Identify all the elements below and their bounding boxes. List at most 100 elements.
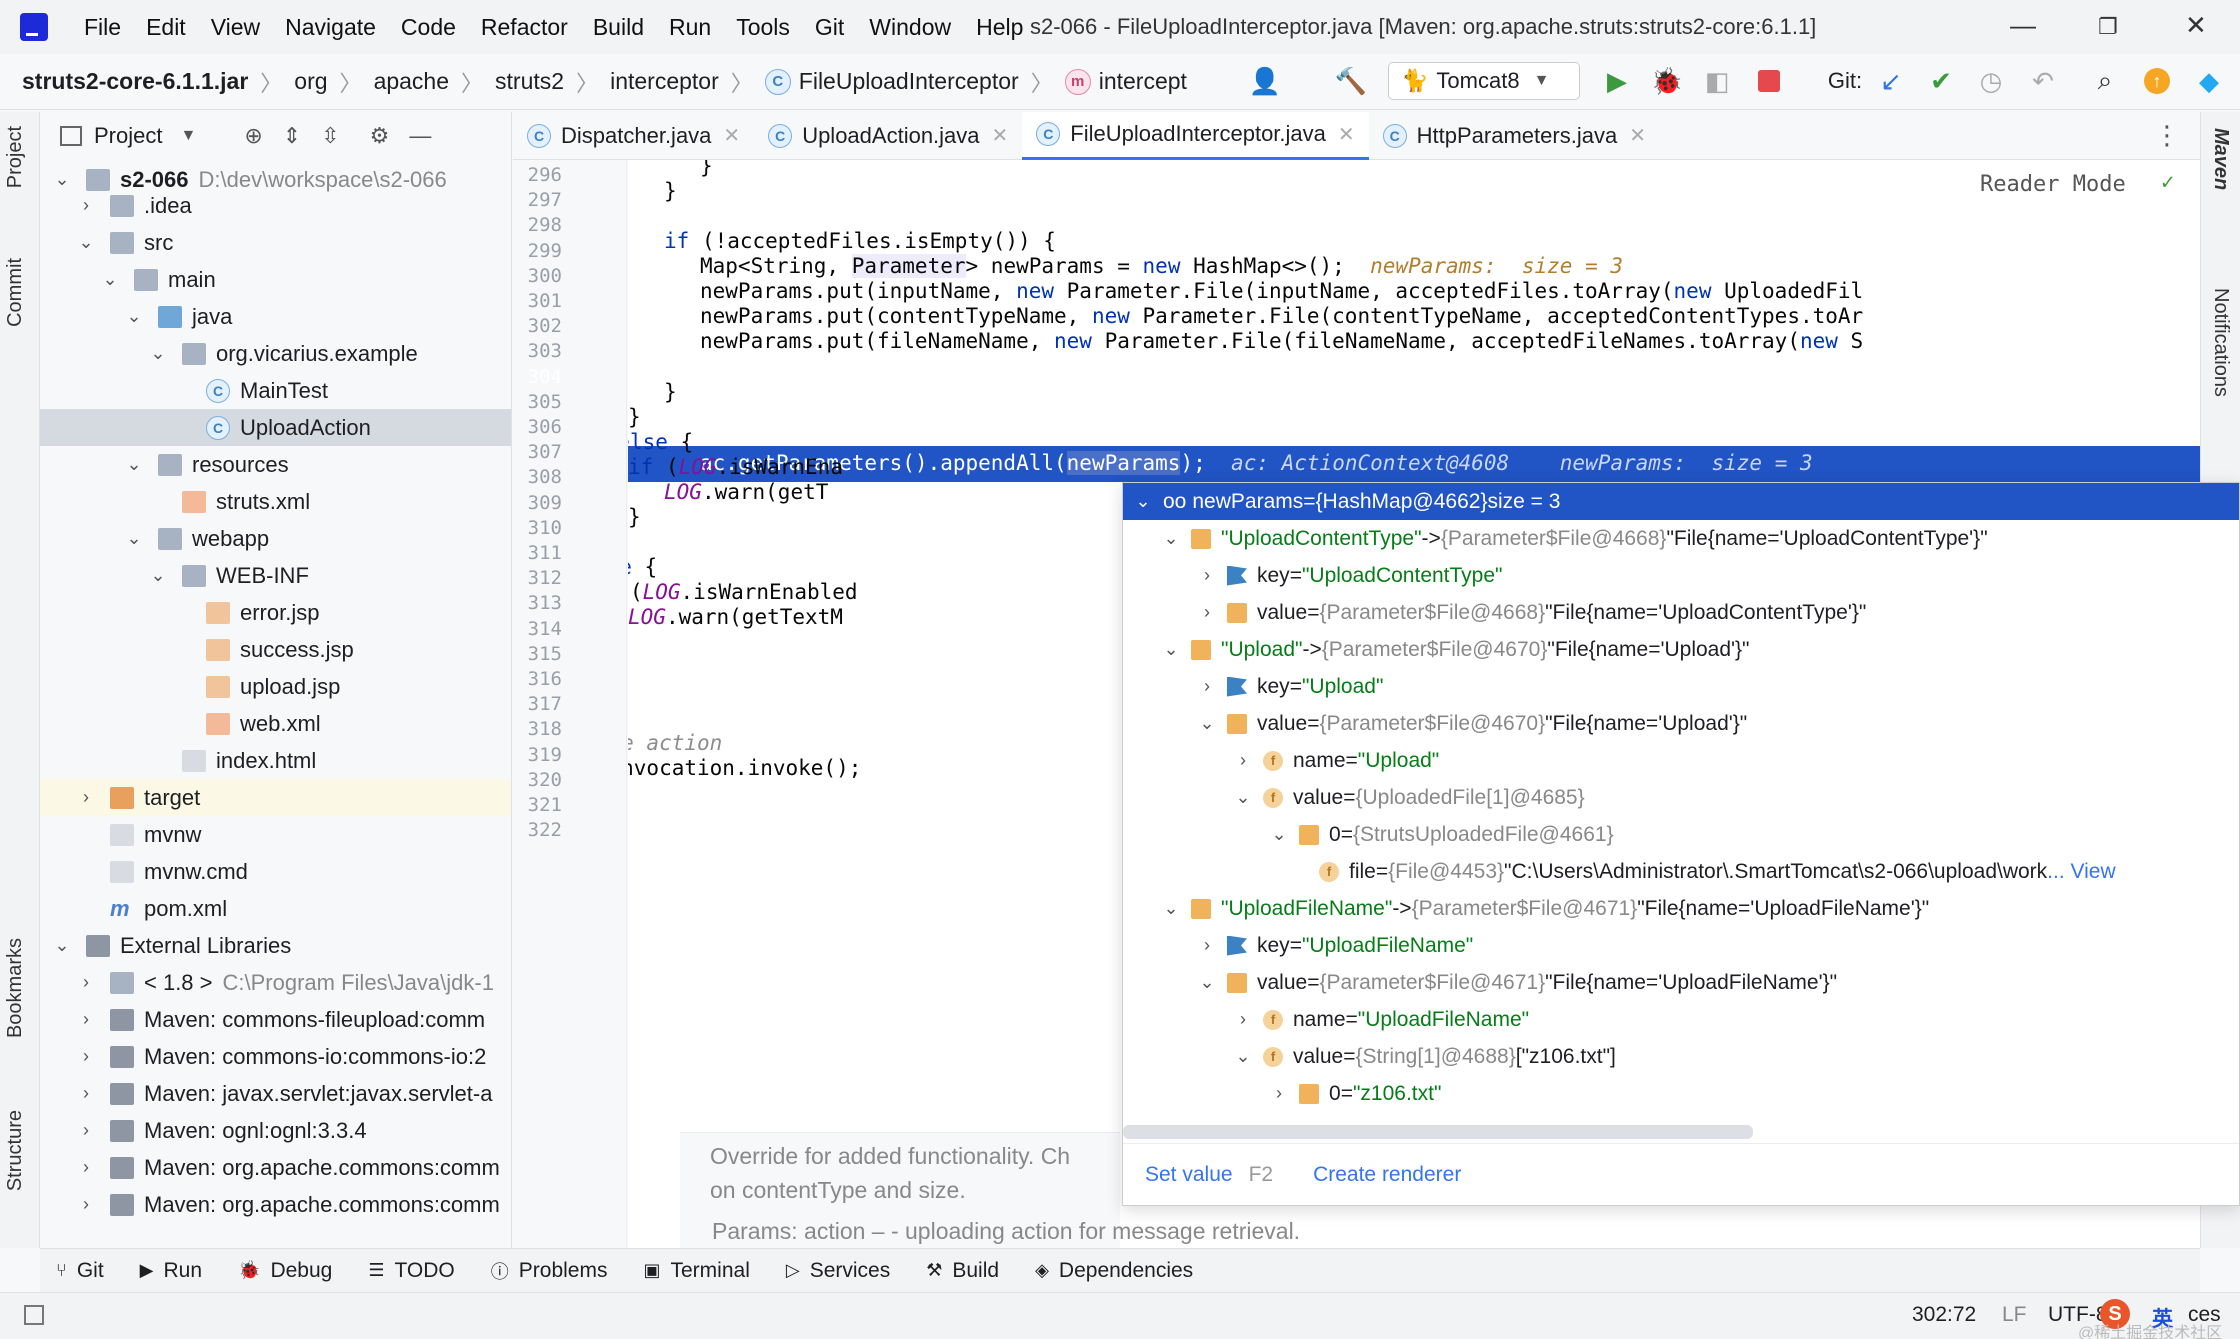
tab-build[interactable]: ⚒Build: [926, 1258, 1000, 1282]
breadcrumb-interceptor[interactable]: interceptor: [610, 68, 719, 94]
menu-navigate[interactable]: Navigate: [285, 13, 376, 40]
line-number[interactable]: 321: [527, 794, 562, 816]
breadcrumb-jar[interactable]: struts2-core-6.1.1.jar: [22, 68, 249, 94]
tree-item[interactable]: ⌄src: [78, 229, 174, 255]
file-encoding[interactable]: UTF-8: [2048, 1303, 2108, 1326]
close-tab-icon[interactable]: ✕: [723, 125, 741, 147]
line-number[interactable]: 320: [527, 768, 562, 791]
check-icon[interactable]: ✓: [2161, 170, 2175, 195]
git-commit-icon[interactable]: ✔: [1930, 65, 1952, 96]
breadcrumb-struts2[interactable]: struts2: [495, 68, 565, 94]
commit-tool-tab[interactable]: Commit: [4, 258, 26, 327]
debug-icon[interactable]: 🐞: [1650, 65, 1684, 96]
line-number[interactable]: 312: [527, 567, 562, 590]
git-update-icon[interactable]: ↙: [1880, 65, 1902, 96]
menu-view[interactable]: View: [210, 13, 261, 40]
line-number[interactable]: 307: [527, 441, 562, 464]
line-number[interactable]: 303: [527, 340, 562, 363]
maven-tool-tab[interactable]: Maven: [2210, 128, 2232, 191]
project-tool-tab[interactable]: Project: [4, 126, 26, 189]
tree-item[interactable]: ›Maven: commons-fileupload:comm: [83, 1006, 486, 1032]
line-number[interactable]: 322: [527, 819, 562, 842]
line-number[interactable]: 297: [527, 189, 562, 212]
tree-item[interactable]: struts.xml: [40, 483, 511, 520]
tree-node-value[interactable]: ›value = {Parameter$File@4668} "File{nam…: [1204, 600, 1867, 624]
tree-item[interactable]: web.xml: [40, 705, 511, 742]
tree-item[interactable]: ›Maven: javax.servlet:javax.servlet-a: [83, 1080, 493, 1106]
expand-all-icon[interactable]: ⇕: [282, 123, 302, 148]
line-number[interactable]: 315: [527, 642, 562, 665]
layout-icon[interactable]: [24, 1305, 44, 1325]
tree-item[interactable]: ›< 1.8 >C:\Program Files\Java\jdk-1: [83, 969, 494, 995]
tree-node-value[interactable]: ⌄value = {Parameter$File@4670} "File{nam…: [1199, 711, 1748, 735]
structure-tool-tab[interactable]: Structure: [4, 1110, 26, 1192]
menu-edit[interactable]: Edit: [146, 13, 186, 40]
search-icon[interactable]: ⌕: [2097, 65, 2113, 95]
tree-item[interactable]: upload.jsp: [40, 668, 511, 705]
breadcrumb-org[interactable]: org: [294, 68, 328, 94]
tree-item[interactable]: ›Maven: ognl:ognl:3.3.4: [83, 1117, 367, 1143]
tree-node-entry[interactable]: ⌄"UploadFileName" -> {Parameter$File@467…: [1163, 896, 1930, 920]
update-icon[interactable]: ↑: [2144, 68, 2170, 94]
view-link[interactable]: ... View: [2047, 859, 2116, 883]
line-number[interactable]: 318: [527, 718, 562, 741]
bookmarks-tool-tab[interactable]: Bookmarks: [4, 938, 26, 1039]
line-number[interactable]: 309: [527, 491, 562, 514]
line-number[interactable]: 304: [527, 365, 562, 388]
tree-node-key[interactable]: ›key = "UploadContentType": [1204, 563, 1503, 587]
tree-node-key[interactable]: ›key = "UploadFileName": [1204, 933, 1474, 957]
line-number[interactable]: 299: [527, 239, 562, 262]
menu-help[interactable]: Help: [976, 13, 1024, 40]
ime-mode[interactable]: 英: [2152, 1308, 2173, 1331]
tree-item[interactable]: ⌄java: [126, 303, 233, 329]
line-number[interactable]: 302: [527, 315, 562, 338]
menu-refactor[interactable]: Refactor: [480, 13, 568, 40]
rollback-icon[interactable]: ↶: [2032, 65, 2054, 96]
tree-item[interactable]: error.jsp: [40, 594, 511, 631]
menu-run[interactable]: Run: [669, 13, 712, 40]
tree-node-entry[interactable]: ⌄"Upload" -> {Parameter$File@4670} "File…: [1163, 637, 1750, 661]
close-tab-icon[interactable]: ✕: [1629, 125, 1646, 147]
line-number[interactable]: 310: [527, 516, 562, 539]
tab-run[interactable]: ▶Run: [139, 1258, 203, 1282]
hide-icon[interactable]: —: [409, 123, 432, 148]
tree-item[interactable]: ›Maven: org.apache.commons:comm: [83, 1191, 500, 1217]
tree-item[interactable]: ›Maven: commons-io:commons-io:2: [83, 1043, 487, 1069]
tree-item[interactable]: ⌄External Libraries: [54, 932, 292, 958]
line-number[interactable]: 316: [527, 668, 562, 690]
breadcrumb-apache[interactable]: apache: [373, 68, 450, 94]
user-icon[interactable]: 👤: [1248, 65, 1282, 96]
tab-todo[interactable]: ☰TODO: [368, 1258, 455, 1282]
tab-git[interactable]: ⑂Git: [56, 1258, 104, 1282]
maximize-button[interactable]: ❐: [2098, 14, 2118, 39]
tree-item[interactable]: ⌄WEB-INF: [150, 562, 309, 588]
line-number[interactable]: 305: [527, 390, 562, 413]
menu-tools[interactable]: Tools: [736, 13, 790, 40]
close-tab-icon[interactable]: ✕: [991, 125, 1009, 147]
minimize-button[interactable]: —: [2010, 10, 2036, 40]
line-number[interactable]: 317: [527, 693, 562, 716]
reader-mode-button[interactable]: Reader Mode: [1980, 172, 2126, 197]
history-icon[interactable]: ◷: [1979, 65, 2003, 96]
tree-item[interactable]: ›.idea: [83, 192, 192, 218]
tab-terminal[interactable]: ▣Terminal: [643, 1258, 750, 1282]
menu-git[interactable]: Git: [814, 13, 845, 40]
tab-debug[interactable]: 🐞Debug: [238, 1258, 333, 1282]
tree-item[interactable]: ⌄webapp: [126, 525, 270, 551]
menu-code[interactable]: Code: [400, 13, 456, 40]
gear-icon[interactable]: ⚙: [369, 123, 390, 148]
tree-item[interactable]: mvnw.cmd: [40, 853, 511, 890]
line-number[interactable]: 306: [527, 416, 562, 438]
